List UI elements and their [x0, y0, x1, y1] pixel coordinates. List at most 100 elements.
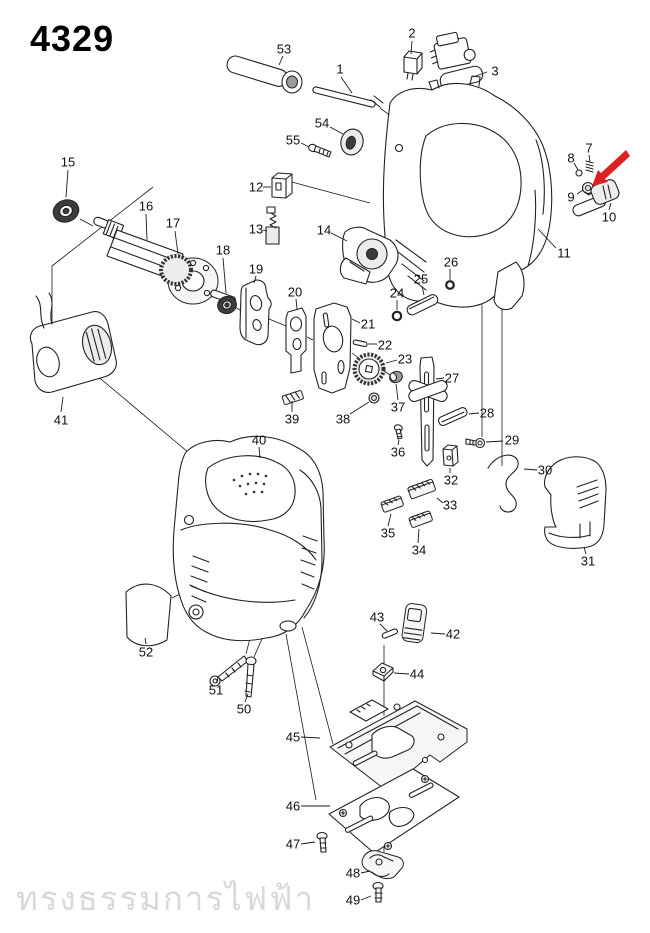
part-number: 41 — [54, 413, 68, 428]
part-number: 46 — [286, 799, 300, 814]
part-number: 20 — [288, 285, 302, 300]
part-44-square-nut-drawing — [372, 662, 394, 682]
part-number: 33 — [443, 498, 457, 513]
part-13-carbon-brush-drawing — [265, 206, 280, 245]
part-number: 3 — [491, 64, 498, 79]
leader-line — [329, 126, 344, 135]
leader-line — [417, 528, 420, 544]
leader-line — [472, 71, 488, 78]
part-label-8: 8 — [567, 151, 579, 171]
part-1-rod-drawing — [312, 86, 384, 108]
leader-line — [430, 632, 446, 635]
part-39-strip-drawing — [281, 390, 304, 406]
part-label-39: 39 — [285, 401, 299, 427]
part-label-11: 11 — [537, 228, 571, 261]
part-number: 21 — [361, 317, 375, 332]
part-number: 44 — [410, 667, 424, 682]
watermark-text: ทรงธรรมการไฟฟ้า — [16, 880, 316, 917]
part-27-slider-drawing — [408, 356, 448, 467]
part-54-grommet-drawing — [340, 128, 364, 156]
part-label-50: 50 — [237, 693, 251, 717]
part-label-22: 22 — [368, 338, 392, 353]
part-18-bearing-drawing — [217, 295, 237, 315]
leader-line — [588, 154, 591, 163]
part-35-pad-drawing — [380, 495, 404, 513]
part-45-base-drawing — [329, 699, 468, 789]
part-number: 29 — [505, 433, 519, 448]
part-number: 31 — [581, 554, 595, 569]
leader-line — [278, 55, 284, 66]
part-number: 37 — [391, 400, 405, 415]
part-label-54: 54 — [315, 116, 344, 135]
part-number: 45 — [286, 730, 300, 745]
part-label-40: 40 — [252, 433, 266, 459]
part-label-44: 44 — [393, 667, 424, 682]
part-label-12: 12 — [249, 180, 271, 195]
part-16-armature-drawing — [93, 216, 237, 305]
part-15-bearing-drawing — [52, 199, 80, 223]
part-3-switch-drawing — [429, 31, 484, 90]
part-41-field-drawing — [29, 292, 117, 393]
part-number: 26 — [444, 255, 458, 270]
part-label-16: 16 — [139, 199, 153, 241]
part-label-14: 14 — [317, 223, 348, 242]
leader-line — [583, 546, 587, 555]
leader-line — [379, 623, 388, 632]
part-label-9: 9 — [567, 190, 584, 205]
part-number: 49 — [346, 893, 360, 908]
leader-line — [397, 439, 400, 446]
part-number: 1 — [336, 62, 343, 77]
part-number: 17 — [166, 216, 180, 231]
part-number: 25 — [414, 272, 428, 287]
leader-line — [351, 318, 361, 324]
highlight-arrow-icon — [592, 150, 630, 186]
part-23-gear-drawing — [352, 352, 386, 386]
part-label-2: 2 — [408, 26, 416, 55]
part-52-label-drawing — [125, 583, 172, 647]
part-43-pin-drawing — [381, 628, 398, 639]
part-number: 27 — [445, 371, 459, 386]
part-34-pad-drawing — [408, 510, 433, 528]
leader-line — [262, 229, 268, 232]
part-number: 12 — [249, 180, 263, 195]
leader-line — [65, 169, 69, 198]
part-label-23: 23 — [385, 352, 412, 367]
part-number: 18 — [216, 243, 230, 258]
part-33-pad-drawing — [407, 478, 436, 500]
part-28-plate-drawing — [437, 407, 468, 427]
leader-line — [393, 672, 410, 675]
part-49-screw-drawing — [372, 881, 384, 903]
part-label-7: 7 — [585, 141, 593, 163]
part-17-gear-ring-drawing — [159, 254, 193, 286]
part-number: 39 — [285, 412, 299, 427]
part-label-49: 49 — [346, 893, 372, 908]
leader-line — [573, 162, 579, 171]
part-24-oring-drawing — [391, 310, 403, 322]
part-number: 35 — [381, 526, 395, 541]
part-label-38: 38 — [336, 401, 370, 427]
leader-line — [244, 693, 249, 703]
part-55-screw-drawing — [308, 143, 332, 158]
part-number: 9 — [567, 190, 574, 205]
part-number: 55 — [286, 133, 300, 148]
part-46-base-plate-drawing — [328, 768, 460, 854]
part-label-55: 55 — [286, 133, 310, 148]
part-label-32: 32 — [444, 468, 458, 488]
part-38-nut-drawing — [368, 392, 380, 404]
part-29-screw-drawing — [465, 437, 486, 449]
part-51-screw-drawing — [209, 655, 249, 687]
leader-line — [258, 446, 261, 459]
part-label-17: 17 — [166, 216, 180, 255]
model-number: 4329 — [30, 18, 115, 59]
part-number: 54 — [315, 116, 329, 131]
leader-line — [253, 275, 257, 284]
part-label-35: 35 — [381, 513, 395, 541]
part-label-15: 15 — [61, 155, 75, 198]
part-number: 51 — [209, 683, 223, 698]
part-26-oring-drawing — [445, 280, 455, 290]
leader-line — [360, 895, 372, 901]
leader-line — [468, 412, 480, 415]
leader-line — [330, 232, 348, 242]
leader-line — [60, 396, 64, 413]
